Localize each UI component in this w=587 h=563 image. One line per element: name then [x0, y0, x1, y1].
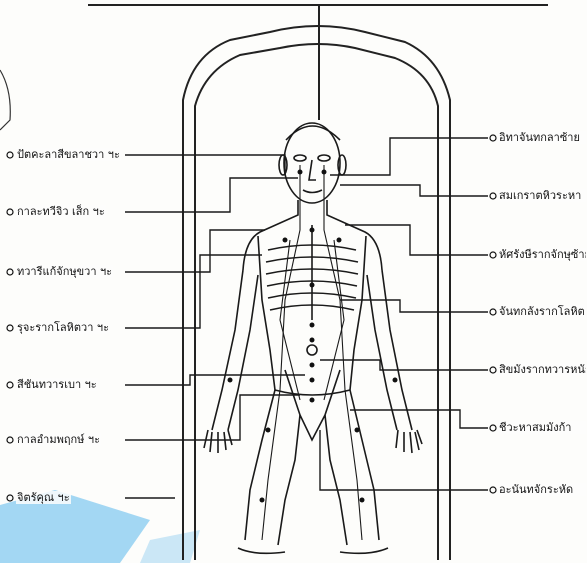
left-label-5: สีชันทวารเบา ฯะ — [16, 378, 98, 391]
right-label-7: อะนันทจักระหัด — [498, 483, 586, 496]
right-label-5: สิขมังรากทวารหนัก — [498, 363, 586, 376]
arch-frame — [88, 5, 548, 560]
right-label-1: อิทาจันทกลาซ้าย — [498, 131, 586, 144]
right-label-2: สมเกราตหิวระหา — [498, 189, 586, 202]
right-label-3: หัศรังษีรากจักษุซ้าย — [498, 248, 586, 261]
right-label-4: จันทกลังรากโลหิต — [498, 305, 586, 318]
left-label-6: กาลอำมพฤกษ์ ฯะ — [16, 433, 101, 446]
pressure-points — [228, 170, 398, 503]
left-label-4: รุจะรากโลหิตวา ฯะ — [16, 321, 110, 334]
partial-figure-left — [0, 70, 10, 130]
blue-brush-stroke-right — [140, 530, 200, 563]
right-label-6: ชีวะหาสมมังก้า — [498, 421, 586, 434]
left-label-1: ปัตคะลาสีขลาชวา ฯะ — [16, 148, 121, 161]
left-label-3: ทวารีแก้จักษุขวา ฯะ — [16, 265, 113, 278]
left-label-7: จิตรัคุณ ฯะ — [16, 491, 71, 504]
left-label-2: กาละทวีจิว เส็ก ฯะ — [16, 205, 106, 218]
left-leader-lines — [125, 155, 305, 498]
